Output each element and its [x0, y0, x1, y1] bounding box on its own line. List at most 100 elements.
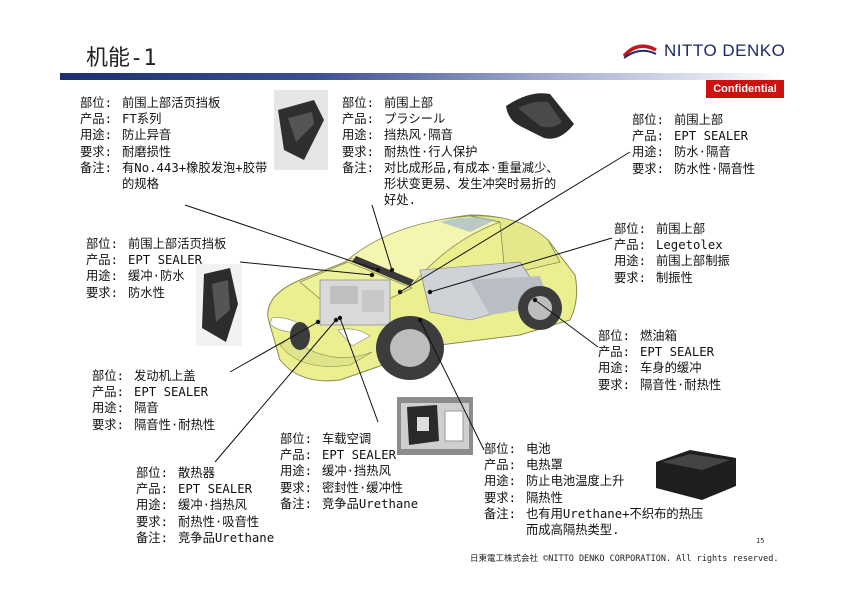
field-key: 要求: — [136, 514, 168, 529]
field-key: 用途: — [280, 464, 312, 479]
field-value: 车载空调 — [322, 432, 372, 446]
field-key: 产品: — [342, 112, 374, 127]
field-value: 缓冲·挡热风 — [178, 498, 247, 513]
nitto-logo: NITTO DENKO — [622, 38, 785, 64]
field-key: 要求: — [614, 270, 646, 285]
field-key: 部位: — [598, 329, 630, 343]
field-value: 防水性·隔音性 — [674, 161, 756, 176]
field-key: 要求: — [484, 490, 516, 505]
field-value: 隔音 — [134, 401, 159, 416]
callout-cowl-legetolex: 部位:前围上部 产品:Legetolex 用途:前围上部制振 要求:制振性 — [614, 221, 730, 286]
field-value: プラシール — [384, 112, 446, 127]
field-value: 密封性·缓冲性 — [322, 480, 404, 495]
callout-cowl-plastic: 部位:前围上部 产品:プラシール 用途:挡热风·隔音 要求:耐热性·行人保护 备… — [342, 95, 559, 208]
field-value: 防止异音 — [122, 128, 172, 143]
callout-battery: 部位: 电池 产品: 电热罩 用途: 防止电池温度上升 要求: 隔热性 备注: 也有用Ur… — [484, 441, 703, 538]
field-key: 部位: — [136, 466, 168, 480]
field-key: 部位: — [280, 432, 312, 446]
field-key: 部位: — [80, 96, 112, 110]
callout-car-ac: 部位:车载空调 产品:EPT SEALER 用途:缓冲·挡热风 要求:密封性·缓… — [280, 431, 418, 512]
field-key: 产品: — [92, 385, 124, 400]
field-key: 用途: — [80, 128, 112, 143]
field-key: 产品: — [80, 112, 112, 127]
callout-fuel-tank: 部位: 燃油箱 产品: EPT SEALER 用途: 车身的缓冲 要求: 隔音性·耐热性 — [598, 328, 721, 393]
field-key: 要求: — [280, 480, 312, 495]
field-value: Legetolex — [656, 238, 723, 253]
field-value: 也有用Urethane+不织布的热压 — [526, 506, 704, 521]
field-value: EPT SEALER — [134, 385, 209, 400]
page-title: 机能-1 — [86, 46, 157, 71]
field-value: FT系列 — [122, 112, 162, 127]
callout-hinge-cover-ft: 部位:前围上部活页挡板 产品:FT系列 用途:防止异音 要求:耐磨损性 备注:有… — [80, 95, 267, 192]
field-key: 备注: — [342, 160, 374, 175]
field-value: 电池 — [526, 442, 551, 456]
field-value: EPT SEALER — [178, 482, 253, 497]
field-value: EPT SEALER — [128, 253, 203, 268]
field-value: 前围上部 — [656, 222, 706, 236]
field-key: 部位: — [484, 442, 516, 456]
field-key — [80, 176, 122, 192]
field-value: 防止电池温度上升 — [526, 474, 625, 489]
field-value: 发动机上盖 — [134, 369, 196, 383]
field-key: 用途: — [86, 269, 118, 284]
field-key: 要求: — [86, 285, 118, 300]
field-value: 对比成形品,有成本·重量减少、 — [384, 160, 559, 175]
field-value: 燃油箱 — [640, 329, 677, 343]
field-value: 隔热性 — [526, 490, 563, 505]
cowl-plastic-photo — [500, 86, 578, 146]
field-key — [484, 522, 526, 538]
callout-cowl-ept: 部位:前围上部 产品:EPT SEALER 用途:防水·隔音 要求:防水性·隔音… — [632, 112, 755, 177]
field-value: 缓冲·防水 — [128, 269, 185, 284]
field-key: 用途: — [92, 401, 124, 416]
field-key: 产品: — [632, 129, 664, 144]
field-key: 用途: — [342, 128, 374, 143]
field-key: 产品: — [614, 238, 646, 253]
field-key: 用途: — [484, 474, 516, 489]
field-value: 耐热性·吸音性 — [178, 514, 260, 529]
field-key: 用途: — [598, 361, 630, 376]
field-key: 部位: — [632, 113, 664, 127]
hinge-cover-ft-photo — [274, 90, 328, 170]
field-key: 用途: — [632, 145, 664, 160]
field-value: 而成高隔热类型. — [526, 523, 620, 538]
field-value: 挡热风·隔音 — [384, 128, 453, 143]
field-value: 防水·隔音 — [674, 145, 731, 160]
field-value: 隔音性·耐热性 — [640, 377, 722, 392]
field-value: 耐磨损性 — [122, 144, 172, 159]
field-value: 前围上部活页挡板 — [128, 237, 227, 251]
field-value: EPT SEALER — [640, 345, 715, 360]
field-value: 隔音性·耐热性 — [134, 417, 216, 432]
field-key: 备注: — [484, 506, 516, 521]
field-key: 要求: — [598, 377, 630, 392]
field-key: 产品: — [280, 448, 312, 463]
field-value: 竞争品Urethane — [178, 530, 275, 545]
logo-text: NITTO DENKO — [664, 41, 786, 60]
field-key: 部位: — [614, 222, 646, 236]
field-key: 备注: — [280, 496, 312, 511]
field-value: 缓冲·挡热风 — [322, 464, 391, 479]
field-value: 竞争品Urethane — [322, 496, 419, 511]
field-key: 部位: — [342, 96, 374, 110]
confidential-badge: Confidential — [706, 80, 784, 98]
field-key: 要求: — [342, 144, 374, 159]
field-key — [342, 176, 384, 192]
field-value: EPT SEALER — [674, 129, 749, 144]
nitto-swoosh-icon — [622, 44, 657, 59]
callout-engine-cover: 部位:发动机上盖 产品:EPT SEALER 用途:隔音 要求:隔音性·耐热性 — [92, 368, 215, 433]
field-key: 备注: — [136, 530, 168, 545]
field-key: 要求: — [80, 144, 112, 159]
field-value: 电热罩 — [526, 458, 563, 473]
callout-radiator: 部位:散热器 产品:EPT SEALER 用途:缓冲·挡热风 要求:耐热性·吸音… — [136, 465, 274, 546]
field-value: 前围上部 — [674, 113, 724, 127]
field-value: 形状变更易、发生冲突时易折的 — [384, 177, 557, 192]
field-value: 车身的缓冲 — [640, 361, 702, 376]
field-value: 防水性 — [128, 285, 165, 300]
field-value: 耐热性·行人保护 — [384, 144, 478, 159]
field-key: 产品: — [598, 345, 630, 360]
field-value: 前围上部活页挡板 — [122, 96, 221, 110]
field-key: 产品: — [484, 458, 516, 473]
field-value: 的规格 — [122, 177, 159, 192]
field-value: 好处. — [384, 193, 416, 208]
field-key: 用途: — [614, 254, 646, 269]
field-key: 要求: — [92, 417, 124, 432]
